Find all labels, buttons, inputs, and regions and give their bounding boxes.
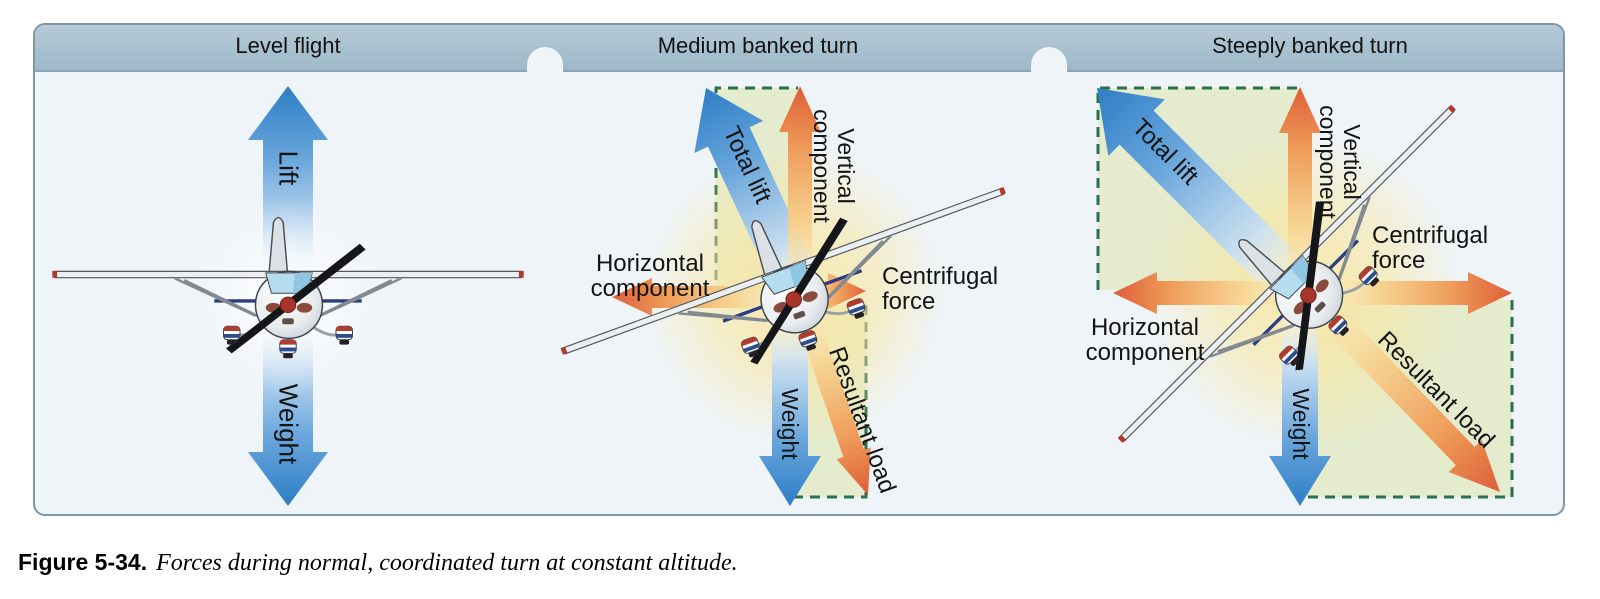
figure-caption-text: Forces during normal, coordinated turn a… (156, 550, 738, 576)
lift-label: Lift (273, 150, 304, 186)
panel-title-medium-banked-turn: Medium banked turn (657, 33, 859, 58)
weight-label: Weight (273, 383, 304, 465)
header-notch-1 (527, 47, 563, 72)
panel-title-steeply-banked-turn: Steeply banked turn (1212, 33, 1408, 58)
panel-title-level-flight: Level flight (235, 33, 341, 58)
header-notch-2 (1031, 47, 1067, 72)
weight-label: Weight (1288, 388, 1315, 460)
figure-caption-number: Figure 5-34. (18, 549, 148, 575)
figure-caption: Figure 5-34. Forces during normal, coordi… (18, 549, 738, 577)
weight-label: Weight (777, 388, 804, 460)
figure-header (35, 25, 1563, 72)
